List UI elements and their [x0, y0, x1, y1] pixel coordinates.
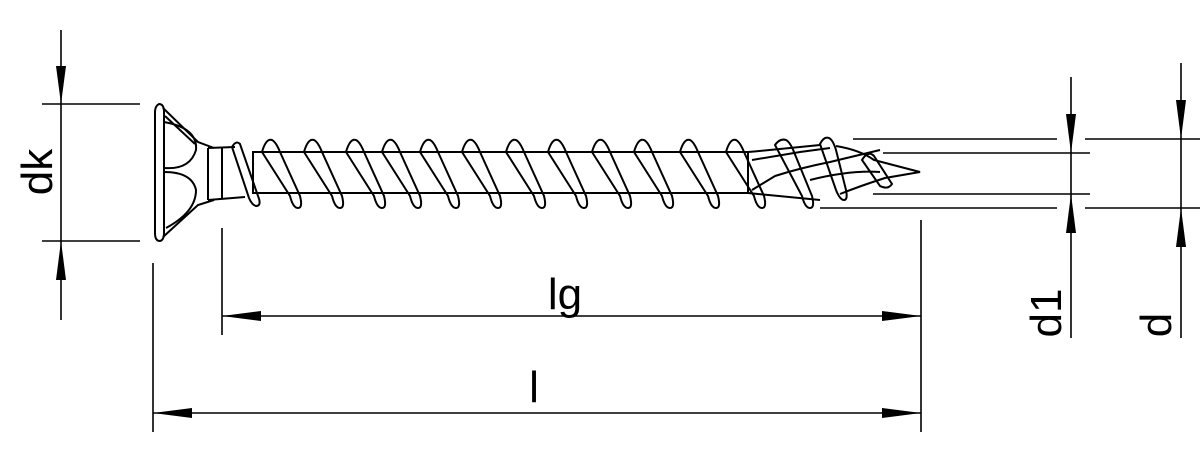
screw-head	[154, 102, 246, 243]
screw-shaft	[230, 136, 921, 210]
dimension-d: d	[1132, 63, 1186, 338]
dimension-dk: dk	[13, 30, 140, 320]
l-label: l	[529, 363, 539, 412]
d-label: d	[1132, 313, 1181, 337]
d1-arrow-down-icon	[1066, 114, 1076, 153]
dimension-lg: lg	[221, 220, 922, 432]
d1-arrow-up-icon	[1066, 194, 1076, 233]
screw-tip	[747, 136, 921, 210]
d-arrow-down-icon	[1176, 100, 1186, 139]
dk-label: dk	[13, 148, 62, 195]
d1-label: d1	[1022, 289, 1071, 338]
dk-arrow-down-icon	[56, 66, 66, 104]
thread-flights	[260, 138, 767, 210]
lg-arrow-right-icon	[882, 311, 921, 321]
l-arrow-left-icon	[153, 408, 192, 418]
diameter-extension-lines	[820, 138, 1200, 209]
dimension-d1: d1	[1022, 77, 1076, 338]
lg-label: lg	[548, 270, 582, 319]
dk-arrow-up-icon	[56, 241, 66, 280]
l-arrow-right-icon	[882, 408, 921, 418]
lg-arrow-left-icon	[222, 311, 261, 321]
d-arrow-up-icon	[1176, 208, 1186, 247]
dimension-l: l	[152, 263, 921, 432]
